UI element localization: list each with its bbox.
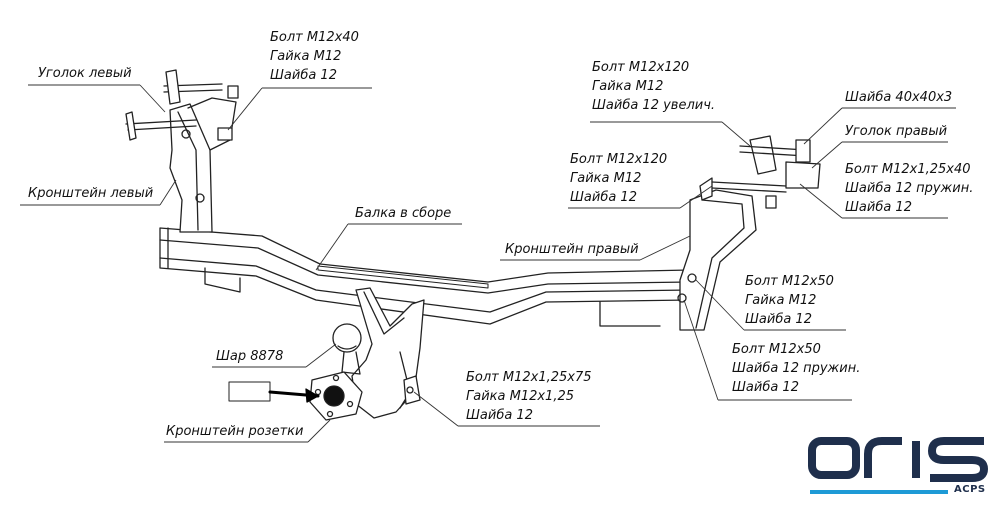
label-bolt-m12x50-a: Болт М12х50 Гайка М12 Шайба 12 xyxy=(745,274,834,327)
label-ball: Шар 8878 xyxy=(216,349,284,364)
logo-letter-o xyxy=(808,437,860,479)
blank-label-box xyxy=(228,381,271,402)
label-bolt-m12x120-a: Болт М12х120 Гайка М12 Шайба 12 увелич. xyxy=(592,60,716,113)
label-socket-bracket: Кронштейн розетки xyxy=(166,424,304,439)
label-bracket-left: Кронштейн левый xyxy=(28,186,154,201)
logo-tag: ACPS xyxy=(954,484,986,495)
label-beam: Балка в сборе xyxy=(355,206,452,221)
logo-letter-s xyxy=(927,437,989,482)
label-bolt-m12x50-b: Болт М12х50 Шайба 12 пружин. Шайба 12 xyxy=(732,342,861,395)
label-washer-40x40x3: Шайба 40х40х3 xyxy=(845,90,953,105)
oris-logo xyxy=(808,437,989,494)
socket-bracket-part xyxy=(309,371,363,421)
label-bracket-right: Кронштейн правый xyxy=(505,242,639,257)
label-bolt-m12x125x40: Болт М12х1,25х40 Шайба 12 пружин. Шайба … xyxy=(845,162,974,215)
label-bolt-m12x125x75: Болт М12х1,25х75 Гайка М12х1,25 Шайба 12 xyxy=(466,370,592,423)
right-bracket-part xyxy=(677,135,821,331)
arrow-head xyxy=(305,388,319,403)
label-bolt-m12x40: Болт М12х40 Гайка М12 Шайба 12 xyxy=(270,30,359,83)
label-corner-right: Уголок правый xyxy=(845,124,948,139)
left-bracket-part xyxy=(125,69,239,233)
logo-accent-bar xyxy=(810,490,948,494)
logo-letter-r xyxy=(864,437,902,478)
tow-arm-part xyxy=(332,287,425,419)
label-corner-left: Уголок левый xyxy=(38,66,132,81)
oris-logo-mark xyxy=(808,437,989,482)
leader-lines xyxy=(20,84,956,443)
label-bolt-m12x120-b: Болт М12х120 Гайка М12 Шайба 12 xyxy=(570,152,668,205)
